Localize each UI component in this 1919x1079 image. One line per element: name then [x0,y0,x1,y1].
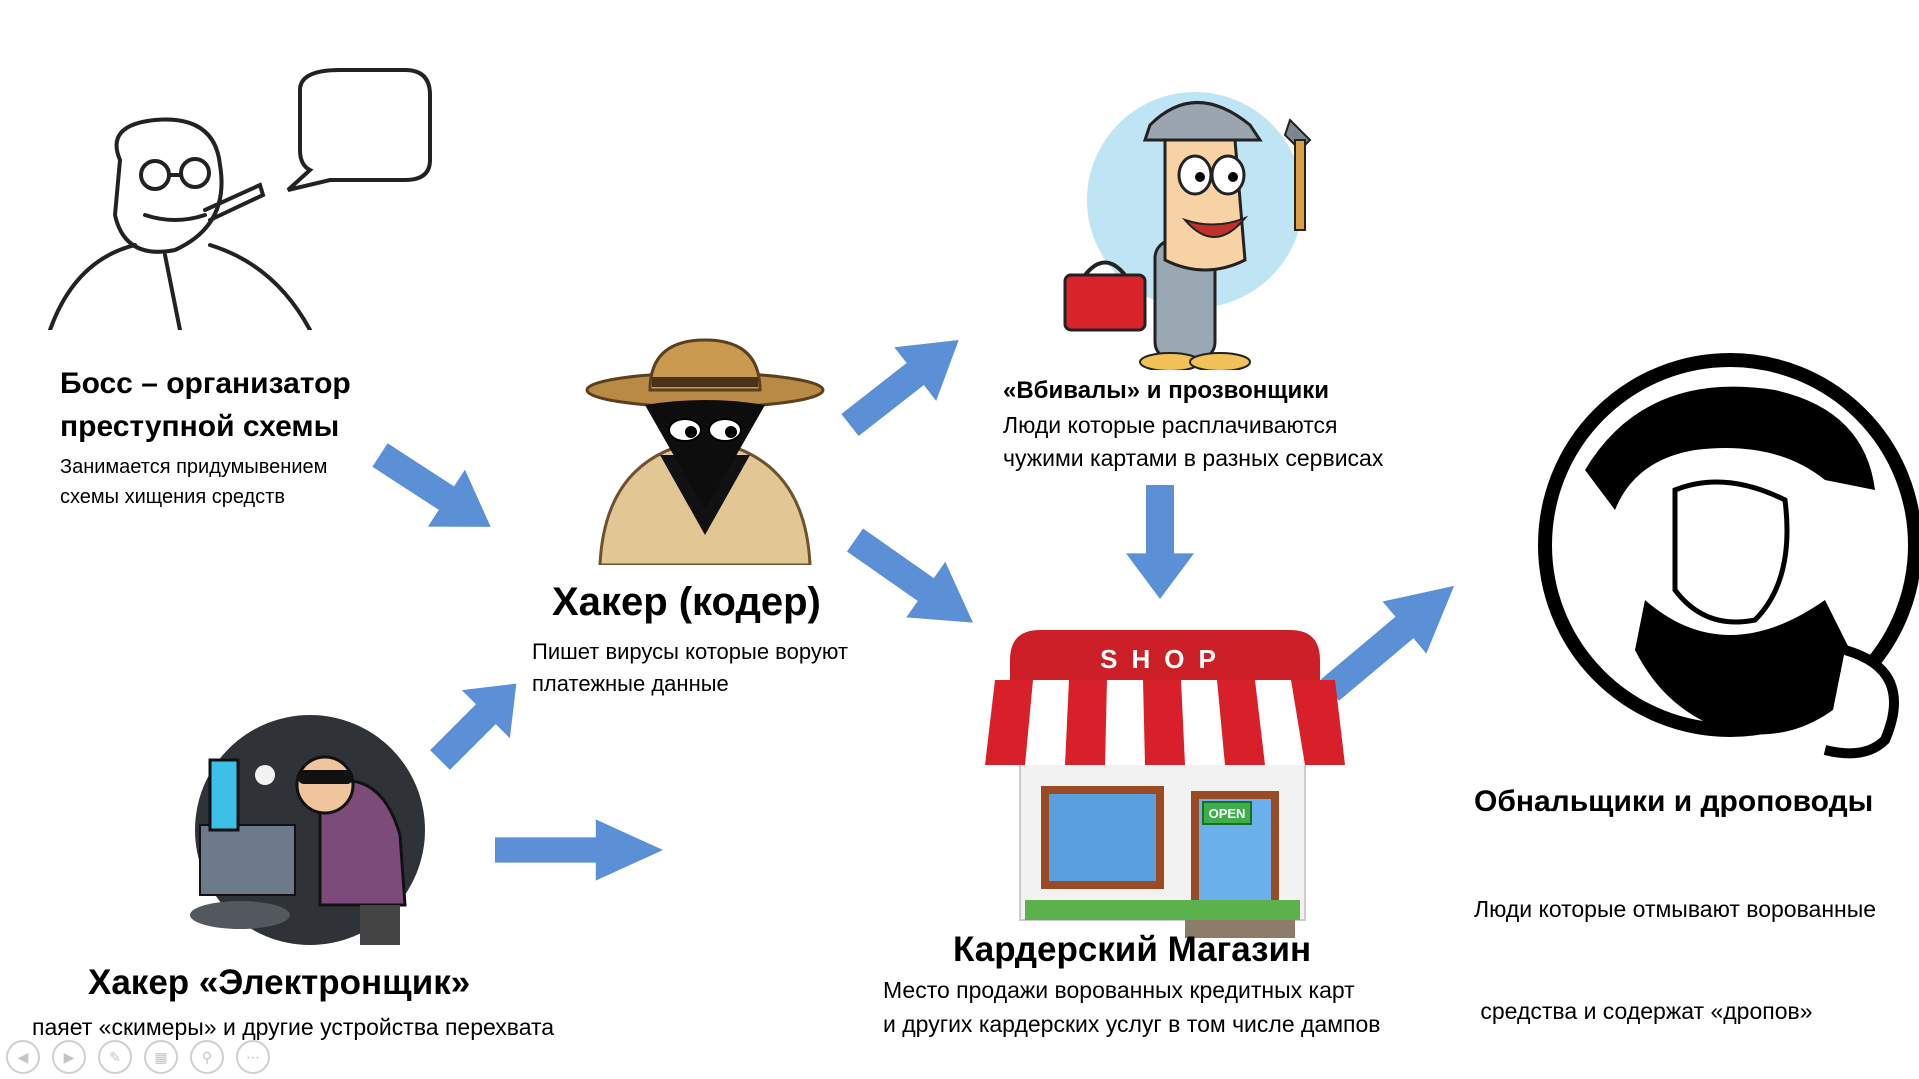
boss-illustration [48,68,432,330]
boss-title: Босс – организатор преступной схемы [60,362,351,448]
arrow-electronics-to-shop [495,819,663,881]
boss-title-line1: Босс – организатор [60,367,351,400]
shop-desc-line1: Место продажи ворованных кредитных карт [883,977,1355,1003]
boss-desc-line2: схемы хищения средств [60,486,285,508]
open-sign: OPEN [1209,806,1246,821]
slides-icon[interactable]: ▦ [144,1040,178,1074]
coder-desc-line1: Пишет вирусы которые воруют [532,639,848,664]
spy-coder-illustration [585,338,825,565]
pen-icon[interactable]: ✎ [98,1040,132,1074]
cashers-illustration [1538,353,1919,759]
coder-desc-line2: платежные данные [532,671,729,696]
arrow-vbivaly-to-shop [1126,485,1194,599]
vbivaly-title: «Вбивалы» и прозвонщики [1003,377,1330,404]
cashers-title: Обнальщики и дроповоды [1474,785,1874,818]
electronics-hacker-illustration [190,715,425,945]
shop-desc-line2: и других кардерских услуг в том числе да… [883,1011,1381,1037]
vbivaly-desc-line1: Люди которые расплачиваются [1003,412,1338,438]
more-icon[interactable]: ⋯ [236,1040,270,1074]
arrow-boss-to-coder [361,426,510,556]
boss-desc-line1: Занимается придумывением [60,456,328,478]
shop-illustration: OPEN SHOP [985,630,1345,938]
coder-description: Пишет вирусы которые воруют платежные да… [532,636,848,700]
electronics-description: паяет «скимеры» и другие устройства пере… [32,1014,555,1040]
arrow-coder-to-shop [835,512,993,651]
shop-title: Кардерский Магазин [953,930,1312,969]
cashers-desc-line2: средства и содержат «дропов» [1474,998,1813,1024]
next-icon[interactable]: ▶ [52,1040,86,1074]
zoom-icon[interactable]: ⚲ [190,1040,224,1074]
arrow-coder-to-vbivaly [829,313,980,452]
slideshow-controls: ◀ ▶ ✎ ▦ ⚲ ⋯ [6,1040,270,1074]
boss-description: Занимается придумывением схемы хищения с… [60,452,327,512]
worker-vbivaly-illustration [1063,92,1312,370]
cashers-description: Люди которые отмывают ворованные средств… [1474,824,1876,1062]
electronics-title: Хакер «Электронщик» [88,963,471,1002]
prev-icon[interactable]: ◀ [6,1040,40,1074]
shop-description: Место продажи ворованных кредитных карт … [883,973,1381,1041]
vbivaly-desc-line2: чужими картами в разных сервисах [1003,445,1384,471]
coder-title: Хакер (кодер) [552,580,821,624]
shop-sign: SHOP [1100,644,1230,674]
cashers-desc-line1: Люди которые отмывают ворованные [1474,896,1877,922]
boss-title-line2: преступной схемы [60,410,340,443]
vbivaly-description: Люди которые расплачиваются чужими карта… [1003,409,1383,475]
